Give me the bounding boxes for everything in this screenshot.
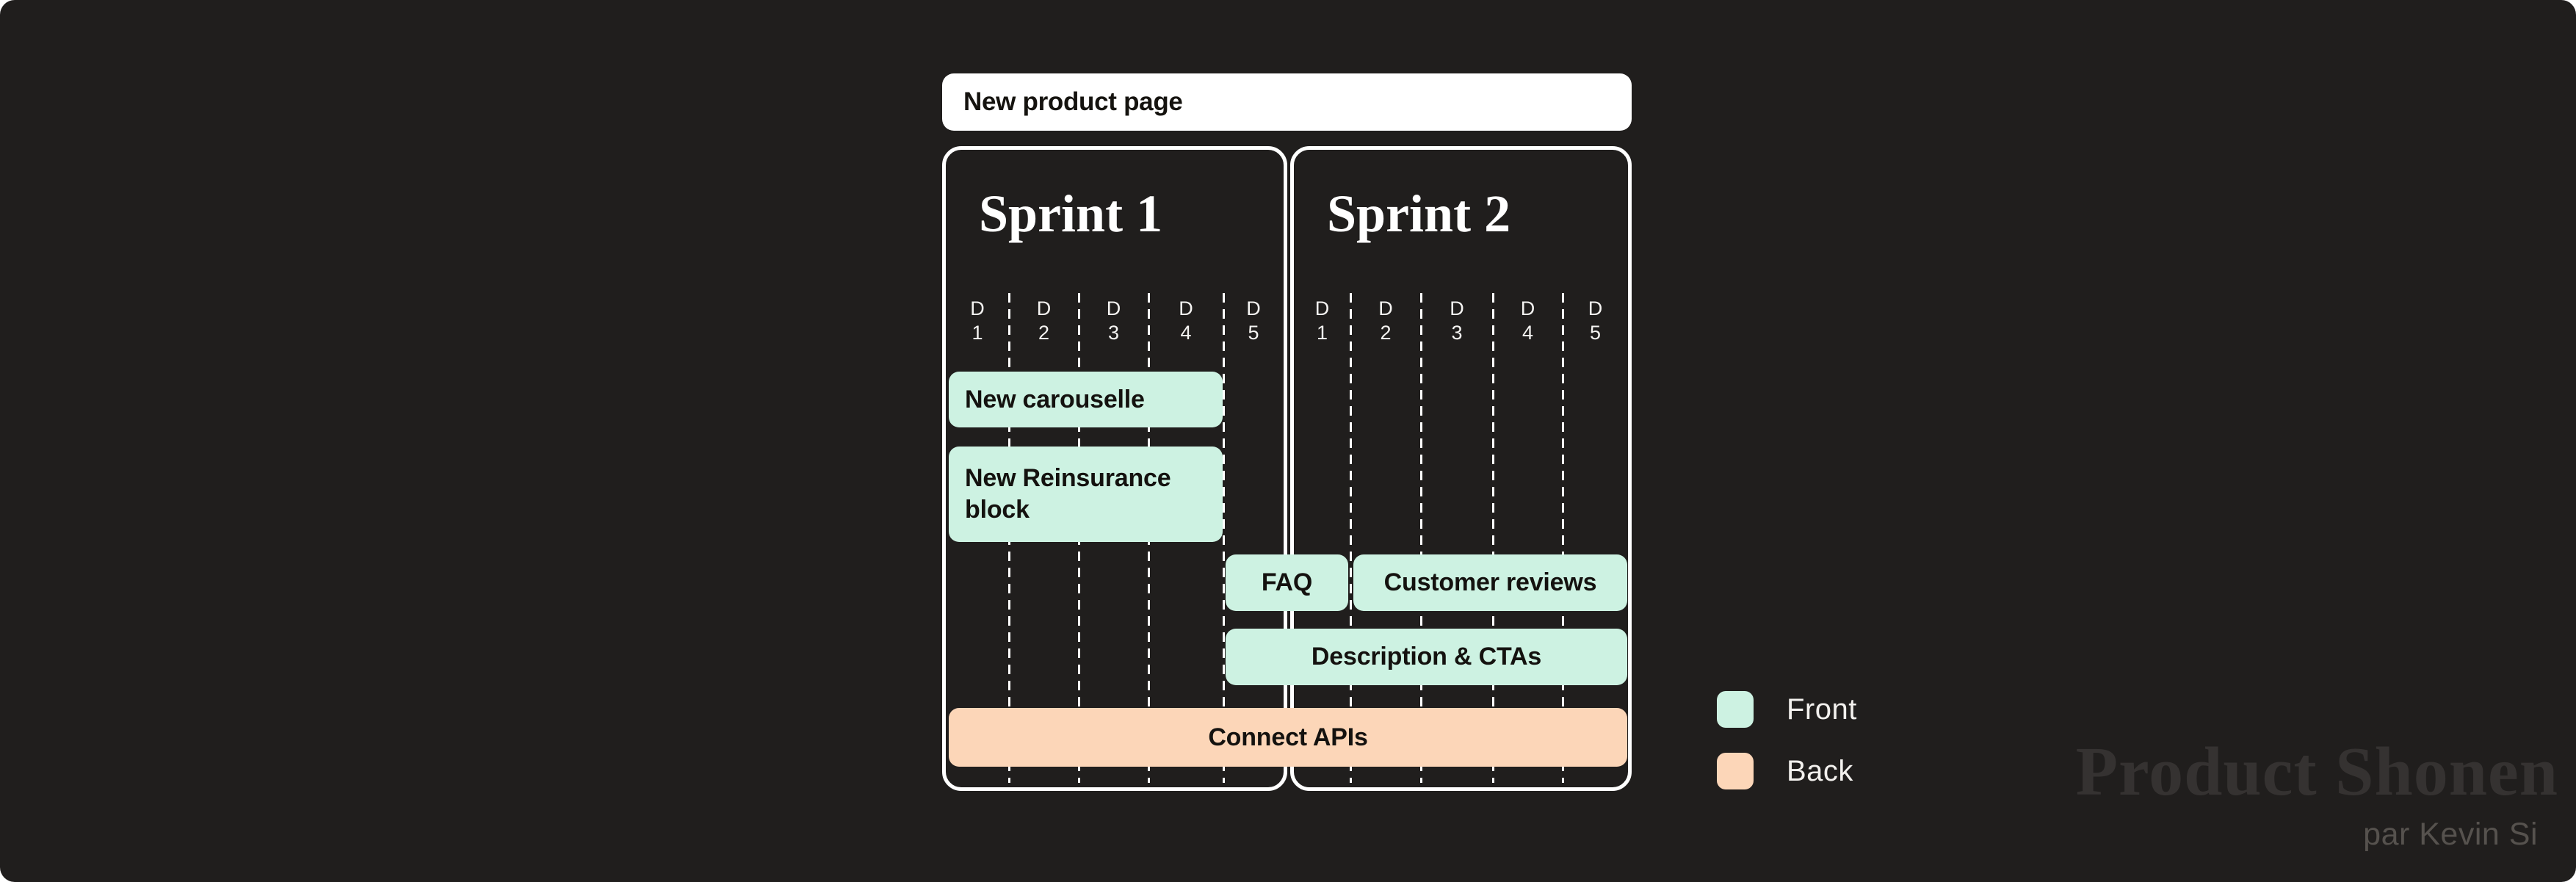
day-number: 1 [972, 322, 983, 344]
grid-dashed-line [1491, 293, 1494, 783]
watermark-title: Product Shonen [2075, 734, 2558, 810]
task-label: Customer reviews [1383, 568, 1597, 596]
day-letter: D [1588, 297, 1603, 319]
grid-dashed-line [1349, 293, 1352, 783]
day-number: 1 [1316, 322, 1328, 344]
day-number: 5 [1248, 322, 1259, 344]
day-letter: D [970, 297, 985, 319]
task-label: New Reinsurance block [965, 464, 1171, 524]
legend-label: Back [1787, 754, 1853, 787]
title-bar: New product page [942, 73, 1632, 131]
grid-dashed-line [1419, 293, 1422, 783]
legend-swatch-front [1717, 691, 1754, 728]
task-bar-new-carouselle: New carouselle [949, 372, 1223, 427]
watermark: Product Shonen par Kevin Si [2076, 737, 2558, 853]
legend-item-front: Front [1717, 691, 1857, 728]
sprint-title: Sprint 1 [979, 184, 1163, 243]
day-number: 3 [1451, 322, 1463, 344]
legend-swatch-back [1717, 753, 1754, 789]
task-label: Description & CTAs [1311, 643, 1542, 670]
sprint-title: Sprint 2 [1327, 184, 1511, 243]
day-number: 5 [1589, 322, 1602, 344]
day-number: 4 [1180, 322, 1192, 344]
day-letter: D [1378, 297, 1393, 319]
day-letter: D [1314, 297, 1330, 319]
task-bar-customer-reviews: Customer reviews [1353, 554, 1627, 611]
grid-dashed-line [1222, 293, 1225, 783]
page-title: New product page [963, 87, 1183, 116]
day-letter: D [1450, 297, 1464, 319]
legend-item-back: Back [1717, 753, 1857, 789]
legend-label: Front [1787, 693, 1857, 726]
day-number: 3 [1107, 322, 1120, 344]
day-number: 4 [1522, 322, 1534, 344]
task-label: New carouselle [965, 385, 1145, 413]
grid-dashed-line [1561, 293, 1564, 783]
day-letter: D [1179, 297, 1193, 319]
day-number: 2 [1380, 322, 1392, 344]
task-bar-new-reinsurance-block: New Reinsurance block [949, 447, 1223, 542]
task-label: FAQ [1261, 568, 1313, 596]
task-bar-description-ctas: Description & CTAs [1226, 629, 1627, 685]
day-letter: D [1246, 297, 1261, 319]
day-number: 2 [1038, 322, 1050, 344]
task-bar-faq: FAQ [1226, 554, 1348, 611]
watermark-subtitle: par Kevin Si [2363, 817, 2538, 852]
day-letter: D [1106, 297, 1121, 319]
day-letter: D [1520, 297, 1535, 319]
task-label: Connect APIs [1208, 723, 1368, 751]
task-bar-connect-apis: Connect APIs [949, 708, 1627, 767]
day-letter: D [1036, 297, 1052, 319]
